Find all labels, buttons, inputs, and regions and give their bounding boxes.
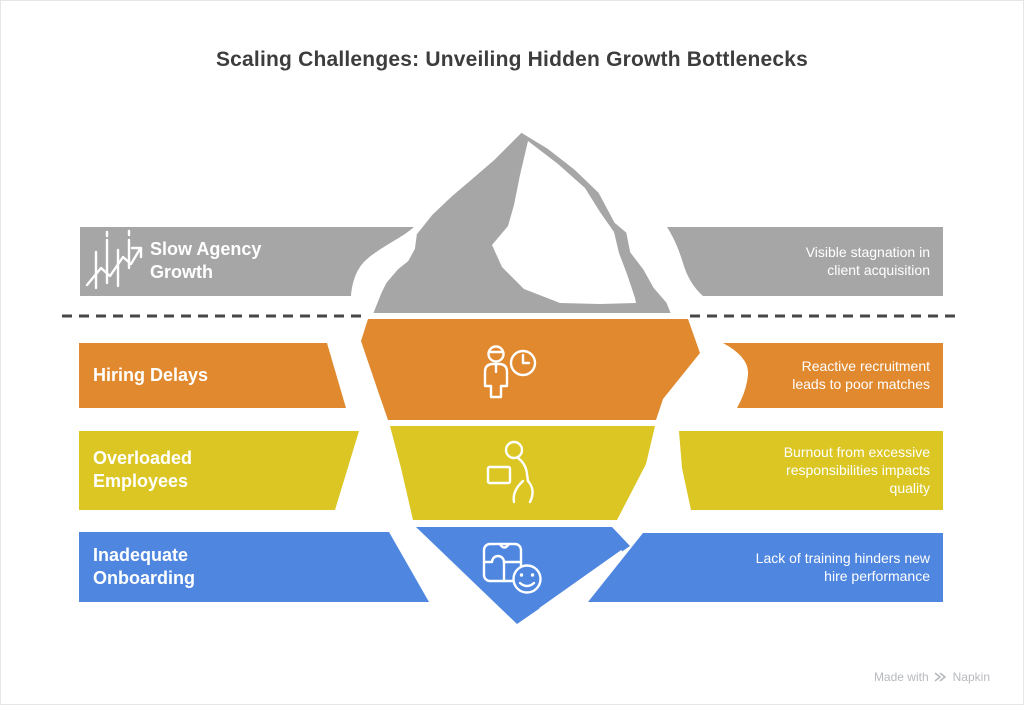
watermark-prefix: Made with [873, 670, 929, 684]
band-left-surface [80, 227, 414, 296]
watermark: Made with Napkin [874, 670, 990, 684]
band-right-onboarding [588, 533, 943, 602]
puzzle-smiley-icon [482, 542, 542, 594]
page-title: Scaling Challenges: Unveiling Hidden Gro… [215, 48, 809, 71]
stock-growth-arrow-icon [85, 229, 143, 290]
layer-desc-hiring: Reactive recruitment leads to poor match… [792, 358, 930, 393]
band-right-overload [679, 431, 943, 510]
napkin-logo-icon [934, 671, 948, 683]
iceberg-center-hiring [361, 319, 700, 420]
person-carrying-box-icon [486, 440, 534, 504]
layer-desc-overload: Burnout from excessive responsibilities … [783, 444, 930, 497]
layer-label-onboarding: Inadequate Onboarding [93, 545, 195, 589]
layer-desc-surface: Visible stagnation in client acquisition [805, 244, 930, 279]
iceberg-crack-line [539, 549, 623, 611]
watermark-brand: Napkin [952, 670, 990, 684]
band-right-surface [667, 227, 943, 296]
layer-label-surface: Slow Agency Growth [150, 239, 262, 283]
band-right-hiring [723, 343, 943, 408]
layer-desc-onboarding: Lack of training hinders new hire perfor… [755, 550, 930, 585]
band-left-onboarding [79, 532, 429, 602]
layer-label-hiring: Hiring Delays [93, 365, 209, 385]
band-left-overload [79, 431, 359, 510]
snow-cap-shape [492, 141, 636, 304]
person-clock-icon [483, 345, 537, 399]
iceberg-center-overload [390, 426, 655, 520]
layer-label-overload: Overloaded Employees [93, 448, 193, 492]
band-left-hiring [79, 343, 346, 408]
